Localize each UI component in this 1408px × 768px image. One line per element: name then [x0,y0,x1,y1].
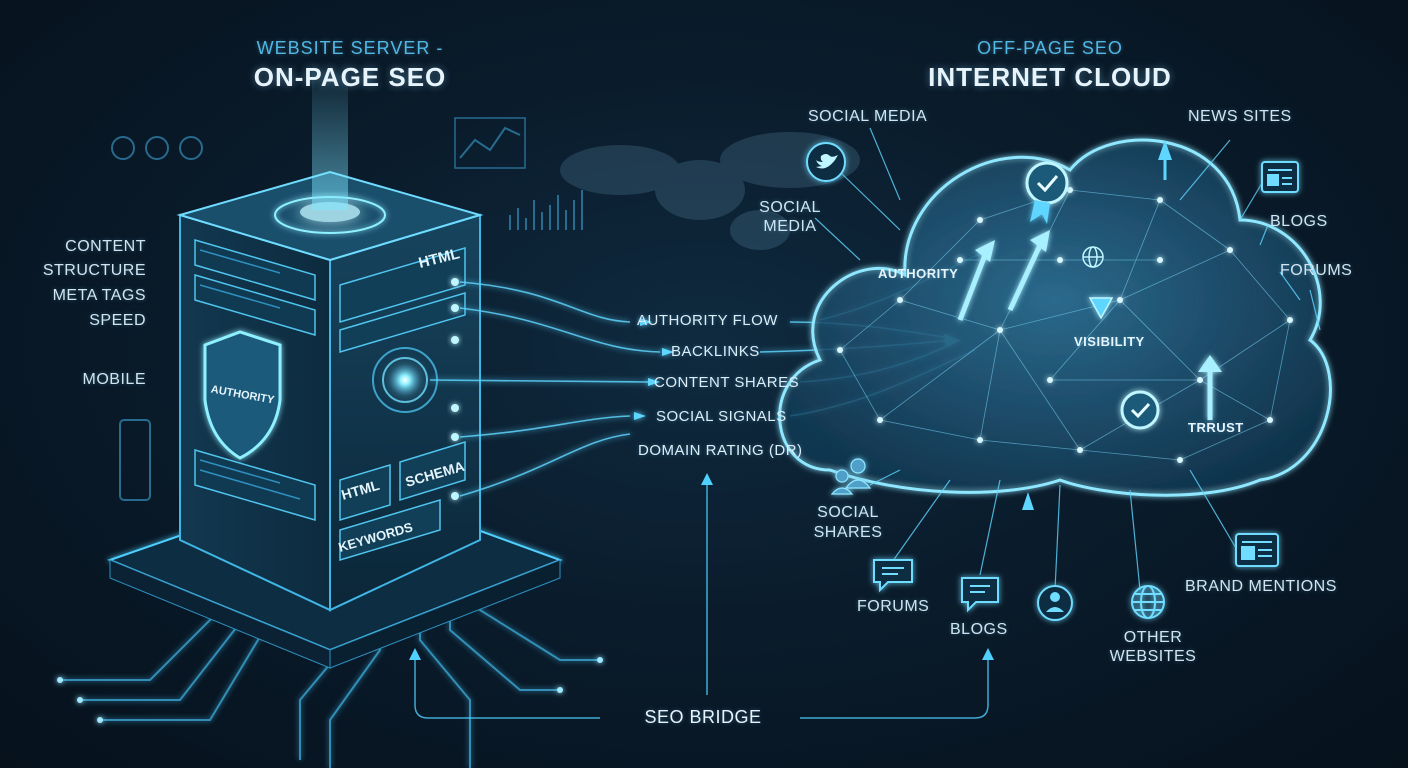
cloud-network-nodes [837,187,1293,463]
label-social-media-side: SOCIAL MEDIA [759,199,821,235]
label-blogs-top: BLOGS [1270,213,1328,230]
social-shares-icon [830,458,872,495]
user-badge-icon [1037,585,1073,621]
label-brand-mentions: BRAND MENTIONS [1185,578,1337,595]
side-label-structure: STRUCTURE [42,262,146,279]
verified-badge-icon [1025,161,1069,224]
server-tower [176,60,484,612]
label-news-sites: NEWS SITES [1188,108,1292,125]
label-connectors [814,127,1321,591]
cloud-title: INTERNET CLOUD [928,62,1172,92]
label-forums-bottom: FORUMS [857,598,930,615]
seo-bridge-label: SEO BRIDGE [644,707,762,727]
mini-charts-decor [111,117,583,501]
label-forums-top: FORUMS [1280,262,1353,279]
cloud-subtitle: OFF-PAGE SEO [977,38,1123,58]
side-label-mobile: MOBILE [82,371,146,388]
label-blogs-bottom: BLOGS [950,621,1008,638]
brand-mentions-icon [1235,533,1279,567]
side-label-content: CONTENT [65,238,146,255]
server-title: ON-PAGE SEO [253,62,447,92]
trust-badge-icon [1120,390,1160,430]
server-ports [451,278,459,500]
blogs-chat-icon [961,577,999,613]
authority-shield [203,330,282,460]
server-subtitle: WEBSITE SERVER - [256,38,444,58]
news-sites-icon [1261,161,1299,193]
cloud-label-trust: TRRUST [1188,420,1244,435]
visibility-v-icon [1088,297,1114,320]
label-social-shares: SOCIAL SHARES [813,504,883,541]
cloud-label-visibility: VISIBILITY [1074,334,1145,349]
globe-icon-cloud [1082,246,1104,268]
twitter-icon [806,142,846,182]
forums-chat-icon [873,559,913,593]
seo-bridge-connector [414,480,989,719]
flow-label-domain-rating: DOMAIN RATING (DR) [638,442,803,459]
cloud-label-authority: AUTHORITY [878,266,959,281]
label-other-websites: OTHER WEBSITES [1109,629,1197,665]
label-social-media-top: SOCIAL MEDIA [808,108,928,125]
side-label-meta-tags: META TAGS [52,287,146,304]
internet-cloud [778,138,1332,497]
flow-label-content-shares: CONTENT SHARES [654,374,800,391]
growth-arrows [957,243,1213,420]
other-websites-globe-icon [1131,585,1165,619]
flow-label-authority-flow: AUTHORITY FLOW [637,312,778,329]
flow-label-backlinks: BACKLINKS [671,343,760,360]
flow-label-social-signals: SOCIAL SIGNALS [656,408,787,425]
side-label-speed: SPEED [89,312,146,329]
